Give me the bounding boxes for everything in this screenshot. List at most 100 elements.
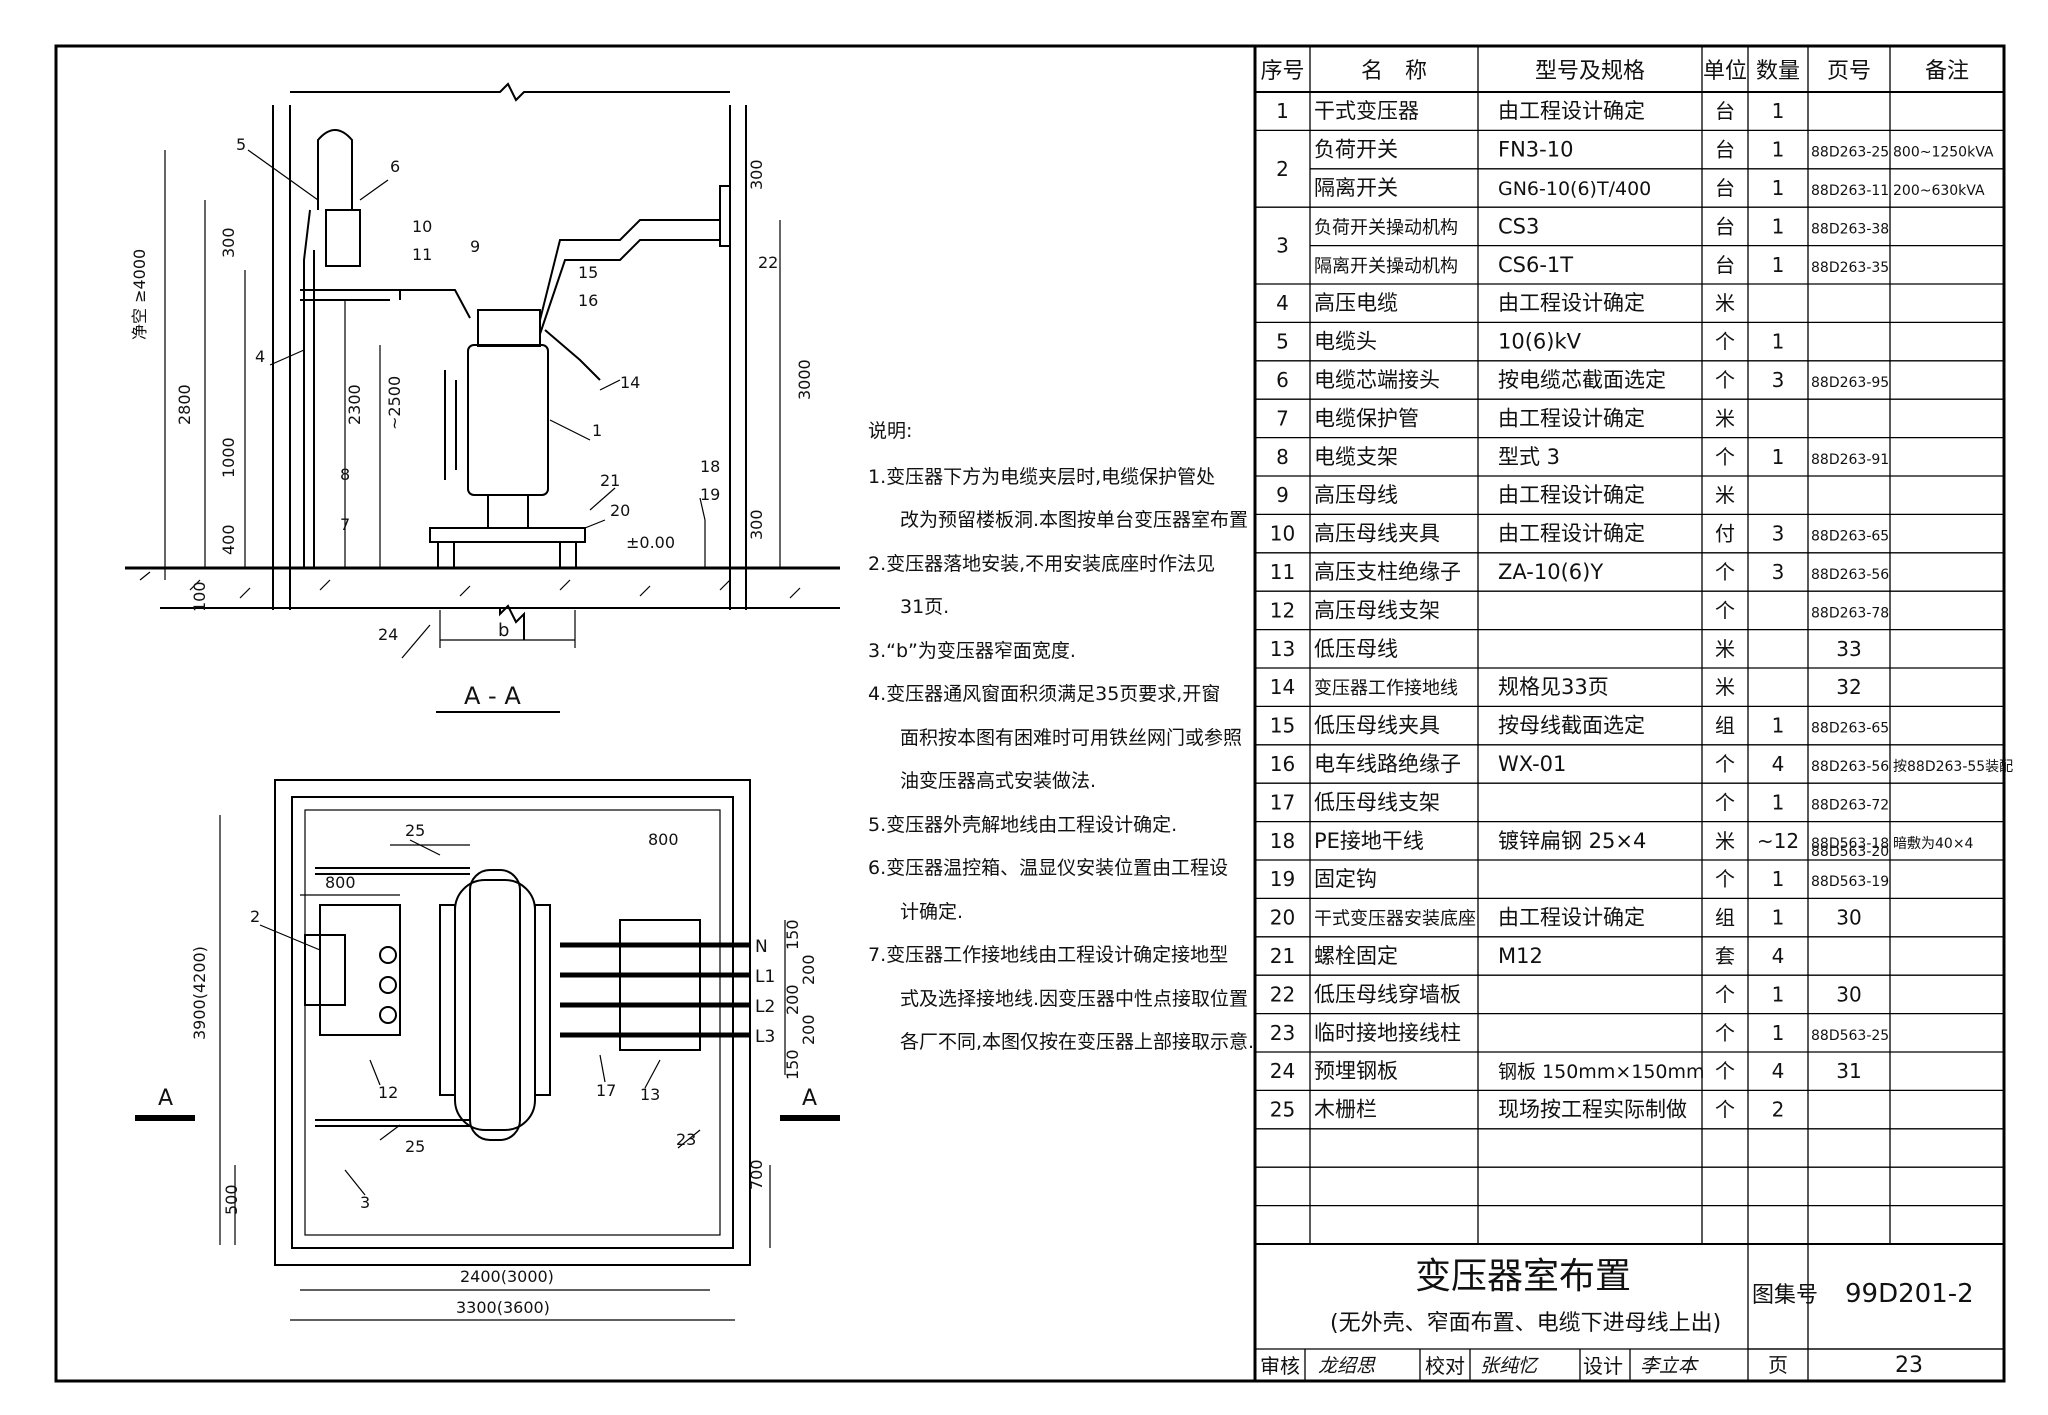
plan-dim-500: 500 [222,1184,241,1215]
table-cell: 1 [1772,867,1785,891]
dim-300-top: 300 [747,159,766,190]
drawing-subtitle: (无外壳、窄面布置、电缆下进母线上出) [1330,1311,1721,1336]
table-cell: 暗敷为40×4 [1893,836,1974,852]
check-signature: 张纯忆 [1480,1355,1539,1377]
note-line: 面积按本图有困难时可用铁丝网门或参照 [900,726,1243,749]
section-mark-right: A [802,1086,817,1111]
table-cell-no: 7 [1276,406,1289,430]
table-cell: 个 [1715,1021,1735,1045]
callout-24: 24 [378,625,398,644]
table-cell: 1 [1772,214,1785,238]
table-header-cell: 单位 [1703,59,1747,84]
note-line: 式及选择接地线.因变压器中性点接取位置 [900,987,1249,1010]
table-cell: 负荷开关 [1314,138,1398,162]
table-cell: 低压母线支架 [1314,790,1440,814]
table-cell: PE接地干线 [1314,829,1424,853]
table-cell-no: 22 [1270,982,1295,1006]
table-cell: 由工程设计确定 [1498,906,1645,930]
plan-dim-3900: 3900(4200) [190,946,209,1040]
table-cell: 个 [1715,368,1735,392]
table-cell: 个 [1715,1059,1735,1083]
table-cell: 1 [1772,445,1785,469]
table-cell-no: 9 [1276,483,1289,507]
review-label: 审核 [1260,1354,1300,1378]
plan-dim-800-right: 800 [648,830,679,849]
table-cell: 1 [1772,138,1785,162]
table-cell: 1 [1772,906,1785,930]
table-cell: 隔离开关操动机构 [1314,256,1458,277]
table-cell-no: 15 [1270,714,1295,738]
table-cell-no: 13 [1270,637,1295,661]
table-cell: 钢板 150mm×150mm [1498,1061,1705,1083]
table-cell: 按电缆芯截面选定 [1498,368,1666,392]
table-cell: 4 [1772,752,1785,776]
table-cell: 个 [1715,790,1735,814]
table-cell-no: 24 [1270,1059,1295,1083]
table-cell: 电缆保护管 [1314,406,1419,430]
table-cell-extra-ref: 88D563-20 [1811,844,1889,860]
table-cell: 个 [1715,867,1735,891]
table-cell: 30 [1836,906,1861,930]
table-cell-no: 12 [1270,598,1295,622]
table-cell: 组 [1715,714,1735,738]
dim-100: 100 [190,581,209,612]
plan-dim-200c: 200 [799,1014,818,1045]
table-cell: ZA-10(6)Y [1498,560,1603,584]
callout-15: 15 [578,263,598,282]
table-header-cell: 序号 [1260,59,1304,84]
table-cell-no: 23 [1270,1021,1295,1045]
design-label: 设计 [1583,1354,1623,1378]
table-cell: 个 [1715,445,1735,469]
table-cell: 1 [1772,790,1785,814]
table-cell-no: 10 [1270,522,1295,546]
table-cell: 高压母线支架 [1314,598,1440,622]
table-cell: 1 [1772,99,1785,123]
table-cell: 3 [1772,522,1785,546]
table-cell: 1 [1772,982,1785,1006]
plan-dim-2400: 2400(3000) [460,1267,554,1286]
bus-label-n: N [755,937,768,957]
table-cell: 台 [1715,253,1735,277]
table-cell: 米 [1715,675,1735,699]
table-cell-no: 5 [1276,330,1289,354]
table-cell-no: 1 [1276,99,1289,123]
table-cell-no: 20 [1270,906,1295,930]
plan-callout-17: 17 [596,1081,616,1100]
table-cell: 米 [1715,291,1735,315]
dim-1000: 1000 [219,437,238,478]
table-cell: 个 [1715,752,1735,776]
table-cell-no: 2 [1276,157,1289,181]
dim-2500: ~2500 [385,376,404,430]
table-cell: 32 [1836,675,1861,699]
table-cell: 个 [1715,330,1735,354]
table-cell: 低压母线 [1314,637,1398,661]
callout-10: 10 [412,217,432,236]
table-cell: 变压器工作接地线 [1314,678,1458,699]
table-cell: 米 [1715,637,1735,661]
material-table-grid [1253,44,2006,1383]
table-cell: 干式变压器安装底座 [1314,909,1476,930]
table-cell: 螺栓固定 [1314,944,1398,968]
table-cell: 预埋钢板 [1314,1059,1398,1083]
table-cell: 88D263-65 [1811,529,1889,545]
design-notes: 说明: 1.变压器下方为电缆夹层时,电缆保护管处改为预留楼板洞.本图按单台变压器… [868,410,1254,1065]
table-cell: 现场按工程实际制做 [1498,1098,1687,1122]
plan-callout-3: 3 [360,1193,370,1212]
table-cell: 88D563-25 [1811,1028,1889,1044]
table-cell: 台 [1715,214,1735,238]
table-cell: FN3-10 [1498,138,1573,162]
table-cell: 88D263-78 [1811,605,1889,621]
table-cell: 套 [1715,944,1735,968]
table-cell: 隔离开关 [1314,176,1398,200]
plan-dim-700: 700 [747,1159,766,1190]
atlas-label: 图集号 [1752,1283,1818,1308]
dim-300-right: 300 [747,509,766,540]
plan-dim-200b: 200 [783,984,802,1015]
elevation-section [125,82,840,713]
table-cell: 个 [1715,560,1735,584]
callout-16: 16 [578,291,598,310]
callout-18: 18 [700,457,720,476]
section-title: A - A [464,682,521,710]
callout-14: 14 [620,373,640,392]
